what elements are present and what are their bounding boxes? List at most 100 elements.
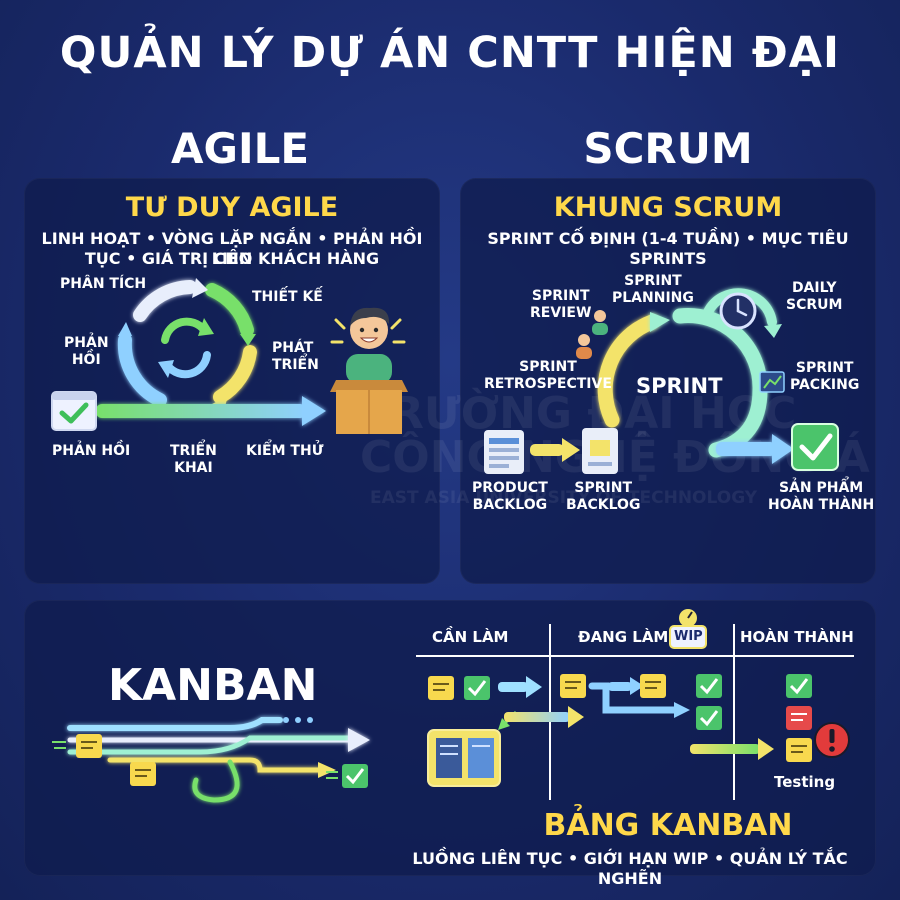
agile-subtitle-line-1: LINH HOẠT • VÒNG LẶP NGẮN • PHẢN HỒI LIÊ…	[41, 229, 423, 268]
flow-line-blue	[67, 717, 283, 731]
scrum-label-product-backlog: PRODUCT BACKLOG	[472, 480, 548, 514]
scrum-label-sprint-backlog: SPRINT BACKLOG	[566, 480, 640, 514]
scrum-label-sprint-backlog-line-1: SPRINT	[574, 480, 633, 496]
deploy-arrow-bar	[96, 404, 306, 418]
kanban-column-doing: ĐANG LÀM	[578, 628, 669, 646]
agile-label-develop: PHÁT TRIỂN	[272, 340, 319, 374]
todo-arrow-head	[526, 676, 542, 698]
scrum-label-review-line-2: REVIEW	[530, 305, 592, 321]
agile-label-analysis: PHÂN TÍCH	[60, 276, 147, 292]
speed-lines	[52, 741, 338, 779]
progress-note-1-icon	[560, 674, 586, 698]
flow-check-icon	[342, 764, 368, 788]
kanban-column-done: HOÀN THÀNH	[740, 628, 854, 646]
agile-label-deploy-line-1: TRIỂN	[170, 443, 217, 459]
warning-icon	[814, 722, 850, 758]
agile-label-develop-line-2: TRIỂN	[272, 357, 319, 373]
agile-label-feedback: PHẢN HỒI	[52, 443, 131, 459]
todo-arrow-bar	[498, 682, 528, 692]
flow-arrow-yellow	[318, 762, 336, 778]
testing-note-icon	[786, 738, 812, 762]
wip-gauge-icon	[669, 609, 707, 649]
cycle-arrowheads	[118, 278, 256, 410]
scrum-label-review: SPRINT REVIEW	[530, 288, 591, 322]
flow-line-yellow	[107, 757, 323, 773]
scrum-label-review-line-1: SPRINT	[531, 288, 590, 304]
blocked-note-icon	[786, 706, 812, 730]
scrum-subtitle: SPRINT CỐ ĐỊNH (1-4 TUẦN) • MỤC TIÊU SPR…	[487, 229, 849, 268]
flow-loop-green	[192, 759, 240, 803]
kanban-column-todo: CẦN LÀM	[432, 628, 509, 646]
flow-note-2-icon	[130, 762, 156, 786]
flow-arrow-main	[348, 728, 370, 752]
scrum-label-retro-line-1: SPRINT	[519, 359, 577, 375]
scrum-label-packing-line-1: SPRINT	[795, 360, 854, 376]
testing-arrow-bar	[690, 744, 760, 754]
feedback-window-icon	[51, 391, 97, 431]
scrum-label-sprint-backlog-line-2: BACKLOG	[566, 497, 641, 513]
agile-label-test: KIỂM THỬ	[246, 443, 324, 459]
inner-arc-green	[161, 317, 208, 344]
scrum-label-planning-line-2: PLANNING	[612, 290, 694, 306]
testing-label: Testing	[774, 773, 836, 791]
customer-illustration	[330, 307, 408, 434]
scrum-sprint-label: SPRINT	[636, 374, 723, 398]
sprint-loop-arrowhead	[650, 312, 670, 332]
done-arrow-bar	[716, 442, 776, 456]
kanban-heading: KANBAN	[108, 660, 318, 711]
wip-badge: WIP	[674, 629, 703, 644]
scrum-label-planning-line-1: SPRINT	[624, 273, 682, 289]
backlog-arrow-head	[562, 438, 580, 462]
progress-note-2-icon	[640, 674, 666, 698]
agile-label-develop-line-1: PHÁT	[272, 340, 314, 356]
scrum-label-packing-line-2: PACKING	[790, 377, 860, 393]
daily-scrum-arrowhead	[764, 324, 782, 338]
mini-board-icon	[427, 729, 501, 787]
sprint-loop-yellow	[597, 314, 660, 428]
scrum-label-product-backlog-line-2: BACKLOG	[472, 497, 548, 513]
agile-heading: AGILE	[170, 124, 310, 173]
cycle-arc-analysis	[133, 280, 197, 322]
agile-subtitle-line-2: TỤC • GIÁ TRỊ CHO KHÁCH HÀNG	[84, 249, 380, 268]
scrum-panel-title: KHUNG SCRUM	[553, 192, 783, 223]
kanban-subtitle: LUỒNG LIÊN TỤC • GIỚI HẠN WIP • QUẢN LÝ …	[412, 849, 848, 888]
scrum-label-done-line-1: SẢN PHẨM	[778, 480, 864, 496]
scrum-label-product-backlog-line-1: PRODUCT	[472, 480, 548, 496]
cycle-arc-design	[205, 283, 254, 337]
product-backlog-icon	[484, 430, 524, 474]
agile-label-feedback-loop-line-2: HỒI	[71, 352, 101, 368]
flow-dots	[283, 717, 313, 723]
cycle-arc-develop	[213, 345, 257, 404]
scrum-label-retro-line-2: RETROSPECTIVE	[484, 376, 612, 392]
agile-label-feedback-loop-line-1: PHẢN	[64, 335, 109, 351]
flow-note-1-icon	[76, 734, 102, 758]
flow-line-green	[67, 735, 353, 755]
done-arrow-head	[772, 434, 794, 464]
progress-arrow-2-bar	[608, 682, 632, 691]
todo-note-icon	[428, 676, 454, 700]
sprint-backlog-icon	[582, 428, 618, 474]
agile-label-deploy-line-2: KHAI	[174, 460, 213, 476]
scrum-label-done-line-2: HOÀN THÀNH	[768, 497, 875, 513]
done-check-1-icon	[786, 674, 812, 698]
cycle-arc-return	[117, 333, 167, 407]
page-title: QUẢN LÝ DỰ ÁN CNTT HIỆN ĐẠI	[59, 28, 841, 78]
scrum-label-daily-line-1: DAILY	[791, 280, 837, 296]
watermark-line-3: EAST ASIA UNIVERSITY OF TECHNOLOGY	[370, 488, 758, 508]
scrum-panel	[460, 178, 876, 584]
progress-check-1-icon	[696, 674, 722, 698]
sprint-loop-mint	[672, 308, 768, 458]
backlog-arrow-bar	[530, 444, 564, 456]
done-check-icon	[791, 423, 839, 471]
kanban-panel-title: BẢNG KANBAN	[543, 808, 793, 843]
chart-icon	[759, 371, 785, 393]
scrum-label-packing: SPRINT PACKING	[790, 360, 859, 394]
agile-label-design: THIẾT KẾ	[252, 289, 323, 305]
board-to-progress-arrow	[504, 712, 570, 722]
agile-panel-title: TƯ DUY AGILE	[125, 192, 339, 223]
scrum-label-retrospective: SPRINT RETROSPECTIVE	[484, 359, 612, 393]
deploy-arrow-head	[302, 396, 326, 426]
